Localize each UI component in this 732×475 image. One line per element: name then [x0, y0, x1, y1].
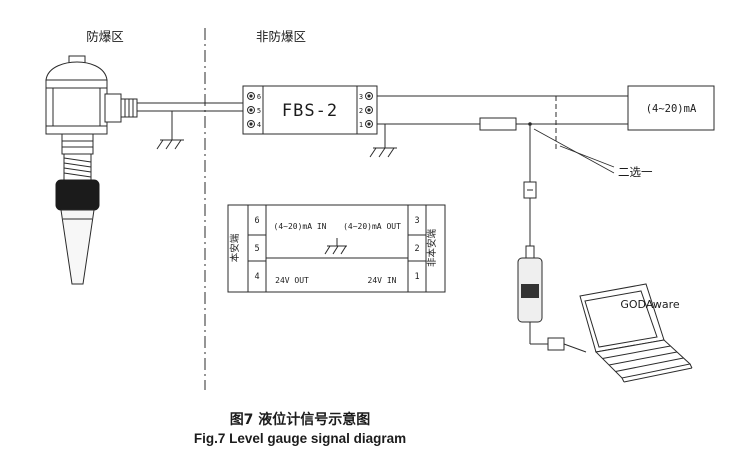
laptop-screen-inner [584, 290, 658, 348]
hart-modem-chain [517, 181, 587, 353]
figure-caption-en: Fig.7 Level gauge signal diagram [194, 431, 406, 446]
barrier-label: FBS-2 [282, 101, 338, 121]
ma-output-label: (4~20)mA [646, 103, 697, 115]
safety-barrier-fbs2 [242, 85, 378, 135]
detail-left-terminal-5: 5 [254, 244, 259, 254]
barrier-right-terminal-2: 2 [359, 107, 363, 115]
zone-label-safe: 非防爆区 [256, 29, 306, 44]
hart-modem-label-band [521, 284, 539, 298]
transmitter-dome [45, 61, 108, 81]
ground-symbol-detail [324, 238, 347, 255]
detail-row-top-right: (4~20)mA OUT [343, 222, 401, 231]
barrier-terminals-left-icons [247, 92, 255, 128]
transmitter-housing [45, 79, 108, 135]
barrier-right-terminal-1: 1 [359, 121, 363, 129]
detail-right-terminal-3: 3 [414, 216, 419, 226]
detail-left-side-label: 本安端 [229, 233, 241, 262]
detail-row-top-left: (4~20)mA IN [274, 222, 327, 231]
choice-label: 二选一 [618, 165, 653, 179]
barrier-left-terminal-6: 6 [257, 93, 261, 101]
zone-label-hazardous: 防爆区 [86, 29, 124, 44]
barrier-left-terminal-4: 4 [257, 121, 261, 129]
ground-symbol-left [156, 111, 184, 150]
barrier-right-terminal-3: 3 [359, 93, 363, 101]
ground-symbol-barrier [369, 124, 397, 158]
cable-gland-icon [104, 93, 122, 123]
loop-resistor-icon [479, 117, 517, 131]
usb-plug-icon [547, 337, 565, 351]
barrier-left-terminal-5: 5 [257, 107, 261, 115]
modem-top-connector-icon [525, 245, 535, 259]
software-label: GODAware [620, 298, 680, 311]
barrier-terminals-right-icons [365, 92, 373, 128]
terminal-detail-box [227, 204, 446, 293]
detail-left-terminal-6: 6 [254, 216, 259, 226]
ma-output-box: (4~20)mA [627, 85, 715, 131]
choice-annotation: 二选一 [533, 128, 653, 179]
detail-right-terminal-2: 2 [414, 244, 419, 254]
detail-right-terminal-1: 1 [414, 272, 419, 282]
signal-cable-left [137, 102, 243, 112]
detail-right-side-label: 非本安端 [426, 229, 438, 268]
transmitter-neck [61, 133, 94, 155]
signal-loop-wiring [377, 95, 628, 182]
detail-row-bottom-right: 24V IN [368, 276, 397, 285]
detail-row-bottom-left: 24V OUT [275, 276, 309, 285]
level-transmitter [45, 55, 138, 285]
horn-antenna [60, 209, 95, 285]
detail-left-terminal-4: 4 [254, 272, 259, 282]
laptop [579, 283, 693, 383]
figure-caption-zh: 图7 液位计信号示意图 [230, 411, 371, 428]
transmitter-collar [55, 179, 100, 211]
